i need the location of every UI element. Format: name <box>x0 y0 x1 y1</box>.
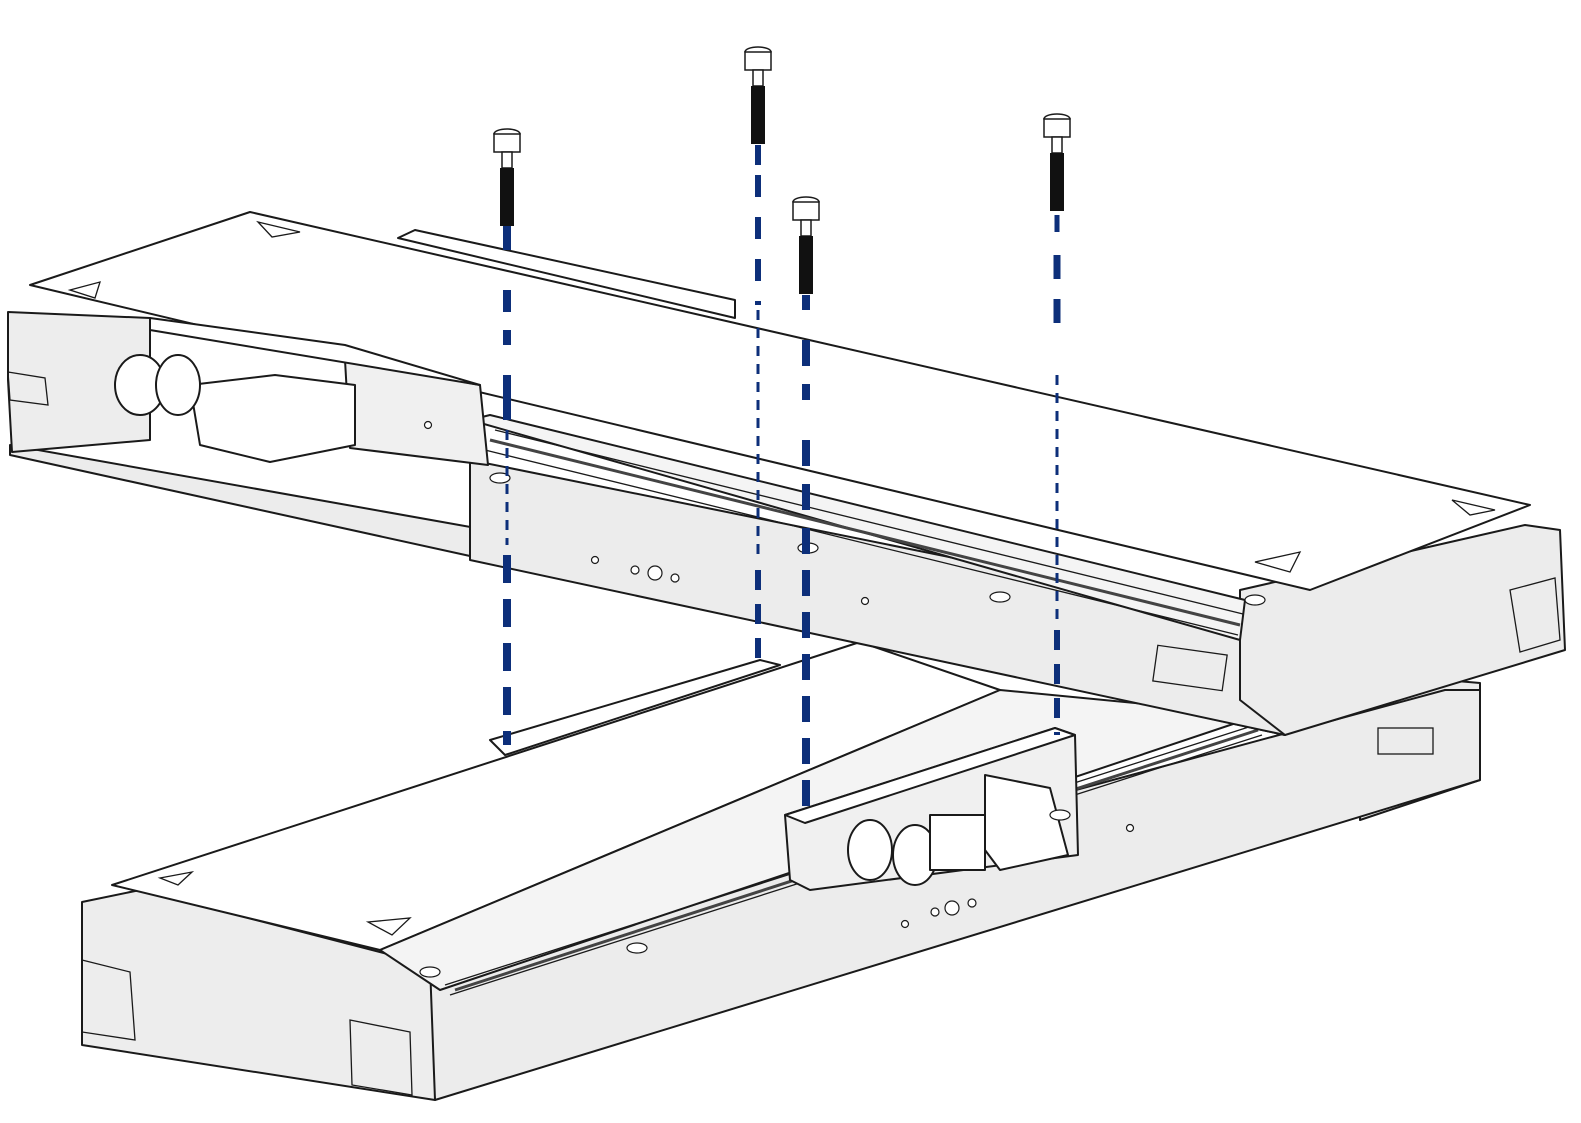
screw-1-head <box>493 133 521 153</box>
lower-stage-carriage-top <box>784 727 1076 824</box>
lower-front-connector <box>944 900 960 916</box>
upper-marker-3 <box>1451 499 1496 516</box>
screw-2-thread <box>751 86 765 144</box>
screw-3-head <box>792 201 820 221</box>
lower-motor-gearbox <box>929 814 986 871</box>
upper-rail-line-2 <box>494 429 1244 615</box>
cap-screw-3 <box>792 196 820 294</box>
upper-front-hole-1 <box>630 565 640 575</box>
cap-screw-4 <box>1043 113 1071 211</box>
alignment-guides <box>503 145 1061 810</box>
upper-marker-1 <box>256 220 301 238</box>
upper-stage-left-end <box>7 311 151 453</box>
upper-carriage-hole <box>423 420 433 430</box>
lower-rail-hole-3 <box>419 966 441 978</box>
lower-stage-mounting-strip <box>489 659 781 756</box>
screw-2-shank <box>752 69 764 87</box>
lower-stage-left-notch-2 <box>349 1019 413 1096</box>
lower-front-hole-1 <box>930 907 940 917</box>
lower-marker-1 <box>157 870 195 886</box>
lower-rail-hole-1 <box>626 942 648 954</box>
lower-front-hole-2 <box>967 898 977 908</box>
upper-front-connector <box>647 565 663 581</box>
lower-rail-hole-2 <box>1049 809 1071 821</box>
cap-screw-2 <box>744 46 772 144</box>
screw-4-head <box>1043 118 1071 138</box>
upper-stage-right-notch <box>1509 577 1561 653</box>
upper-stage-mounting-strip <box>397 229 736 319</box>
upper-stage <box>7 211 1566 736</box>
upper-front-hole-4 <box>860 596 870 606</box>
screw-1-thread <box>500 168 514 226</box>
upper-front-hole-3 <box>590 555 600 565</box>
lower-motor-cylinder-1 <box>847 819 893 881</box>
screw-3-thread <box>799 236 813 294</box>
upper-rail-hole-4 <box>1244 594 1266 606</box>
upper-stage-carriage-top <box>149 317 481 386</box>
upper-marker-4 <box>1254 551 1302 573</box>
lower-front-hole-3 <box>900 919 910 929</box>
upper-front-hole-2 <box>670 573 680 583</box>
upper-marker-2 <box>67 281 101 299</box>
upper-stage-left-notch <box>7 371 49 406</box>
upper-rail-groove <box>489 438 1241 627</box>
lower-stage-left-notch <box>81 959 136 1041</box>
upper-label-plate <box>1152 644 1228 692</box>
upper-rail-line-1 <box>484 449 1239 636</box>
upper-motor-cylinder-2 <box>155 354 201 416</box>
cap-screw-1 <box>493 128 521 226</box>
upper-rail-hole-2 <box>989 591 1011 603</box>
lower-front-hole-4 <box>1125 823 1135 833</box>
upper-stage-top-cover <box>29 211 1531 591</box>
lower-label-plate <box>1377 727 1434 755</box>
screw-3-shank <box>800 219 812 237</box>
lower-marker-2 <box>365 917 412 936</box>
screw-1-shank <box>501 151 513 169</box>
screw-4-thread <box>1050 153 1064 211</box>
upper-rail-hole-3 <box>489 472 511 484</box>
screw-2-head <box>744 51 772 71</box>
upper-stage-motor-housing <box>189 374 356 463</box>
screw-4-shank <box>1051 136 1063 154</box>
